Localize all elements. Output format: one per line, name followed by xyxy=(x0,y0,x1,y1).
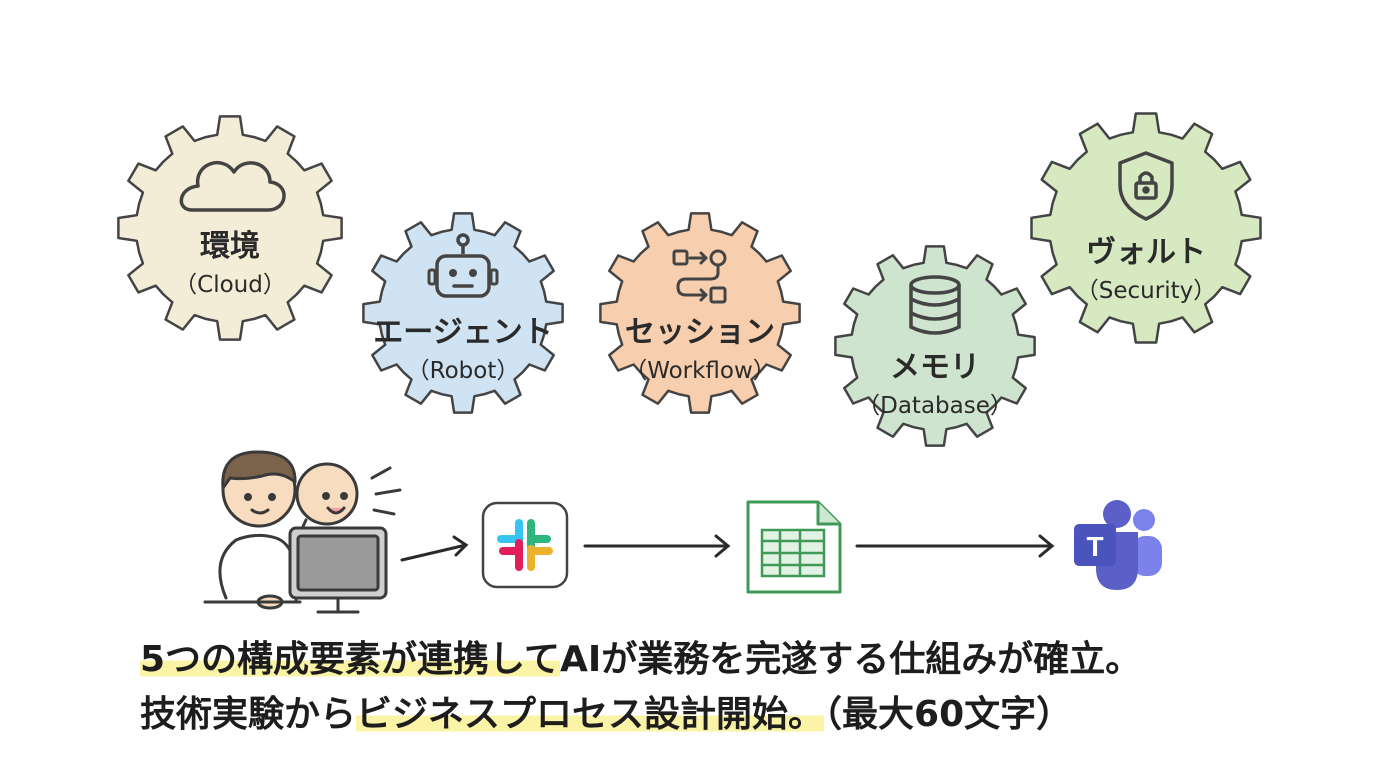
gear-security-subtitle: （Security） xyxy=(1076,278,1216,304)
gear-robot-shape xyxy=(362,212,564,414)
gear-workflow-subtitle: （Workflow） xyxy=(624,358,776,384)
gear-robot: エージェント （Robot） xyxy=(362,212,564,414)
gear-robot-title: エージェント xyxy=(373,315,552,350)
gear-cloud-subtitle: （Cloud） xyxy=(174,272,286,298)
caption-line-2: 技術実験からビジネスプロセス設計開始。（最大60文字） xyxy=(140,693,1320,737)
gear-cloud-shape xyxy=(117,115,343,341)
caption-line-2-highlight: ビジネスプロセス設計開始。 xyxy=(356,694,825,735)
robot-icon xyxy=(427,233,499,298)
gear-cloud-title: 環境 xyxy=(200,229,260,264)
gear-database-title: メモリ xyxy=(890,350,980,385)
people-at-computer-icon xyxy=(203,450,402,614)
flow-arrow-2 xyxy=(583,534,731,558)
caption-line-1: 5つの構成要素が連携してAIが業務を完遂する仕組みが確立。 xyxy=(140,638,1320,682)
gear-workflow: セッション （Workflow） xyxy=(599,212,801,414)
gear-security: ヴォルト （Security） xyxy=(1030,112,1262,344)
slack-icon xyxy=(481,501,569,589)
gear-robot-subtitle: （Robot） xyxy=(407,358,520,384)
teams-icon: T xyxy=(1074,500,1162,590)
spreadsheet-icon xyxy=(746,500,842,594)
database-icon xyxy=(909,275,961,335)
gear-security-title: ヴォルト xyxy=(1086,235,1206,270)
gear-database-subtitle: （Database） xyxy=(857,393,1013,419)
shield-lock-icon xyxy=(1118,151,1174,221)
caption-line-2-rest: （最大60文字） xyxy=(824,694,1073,735)
caption-line-1-highlight: 5つの構成要素が連携して xyxy=(140,639,560,680)
caption-line-1-rest: AIが業務を完遂する仕組みが確立。 xyxy=(559,639,1142,680)
cloud-icon xyxy=(179,160,286,212)
gear-workflow-title: セッション xyxy=(625,315,775,350)
flow-arrow-3 xyxy=(855,534,1055,558)
gear-database: メモリ （Database） xyxy=(834,245,1036,447)
gear-security-shape xyxy=(1030,112,1262,344)
gear-database-shape xyxy=(834,245,1036,447)
flow-arrow-1 xyxy=(400,535,469,562)
gear-cloud: 環境 （Cloud） xyxy=(117,115,343,341)
caption-line-2-plain: 技術実験から xyxy=(140,694,357,735)
workflow-icon xyxy=(672,249,727,304)
gear-workflow-shape xyxy=(599,212,801,414)
teams-letter: T xyxy=(1086,531,1103,562)
